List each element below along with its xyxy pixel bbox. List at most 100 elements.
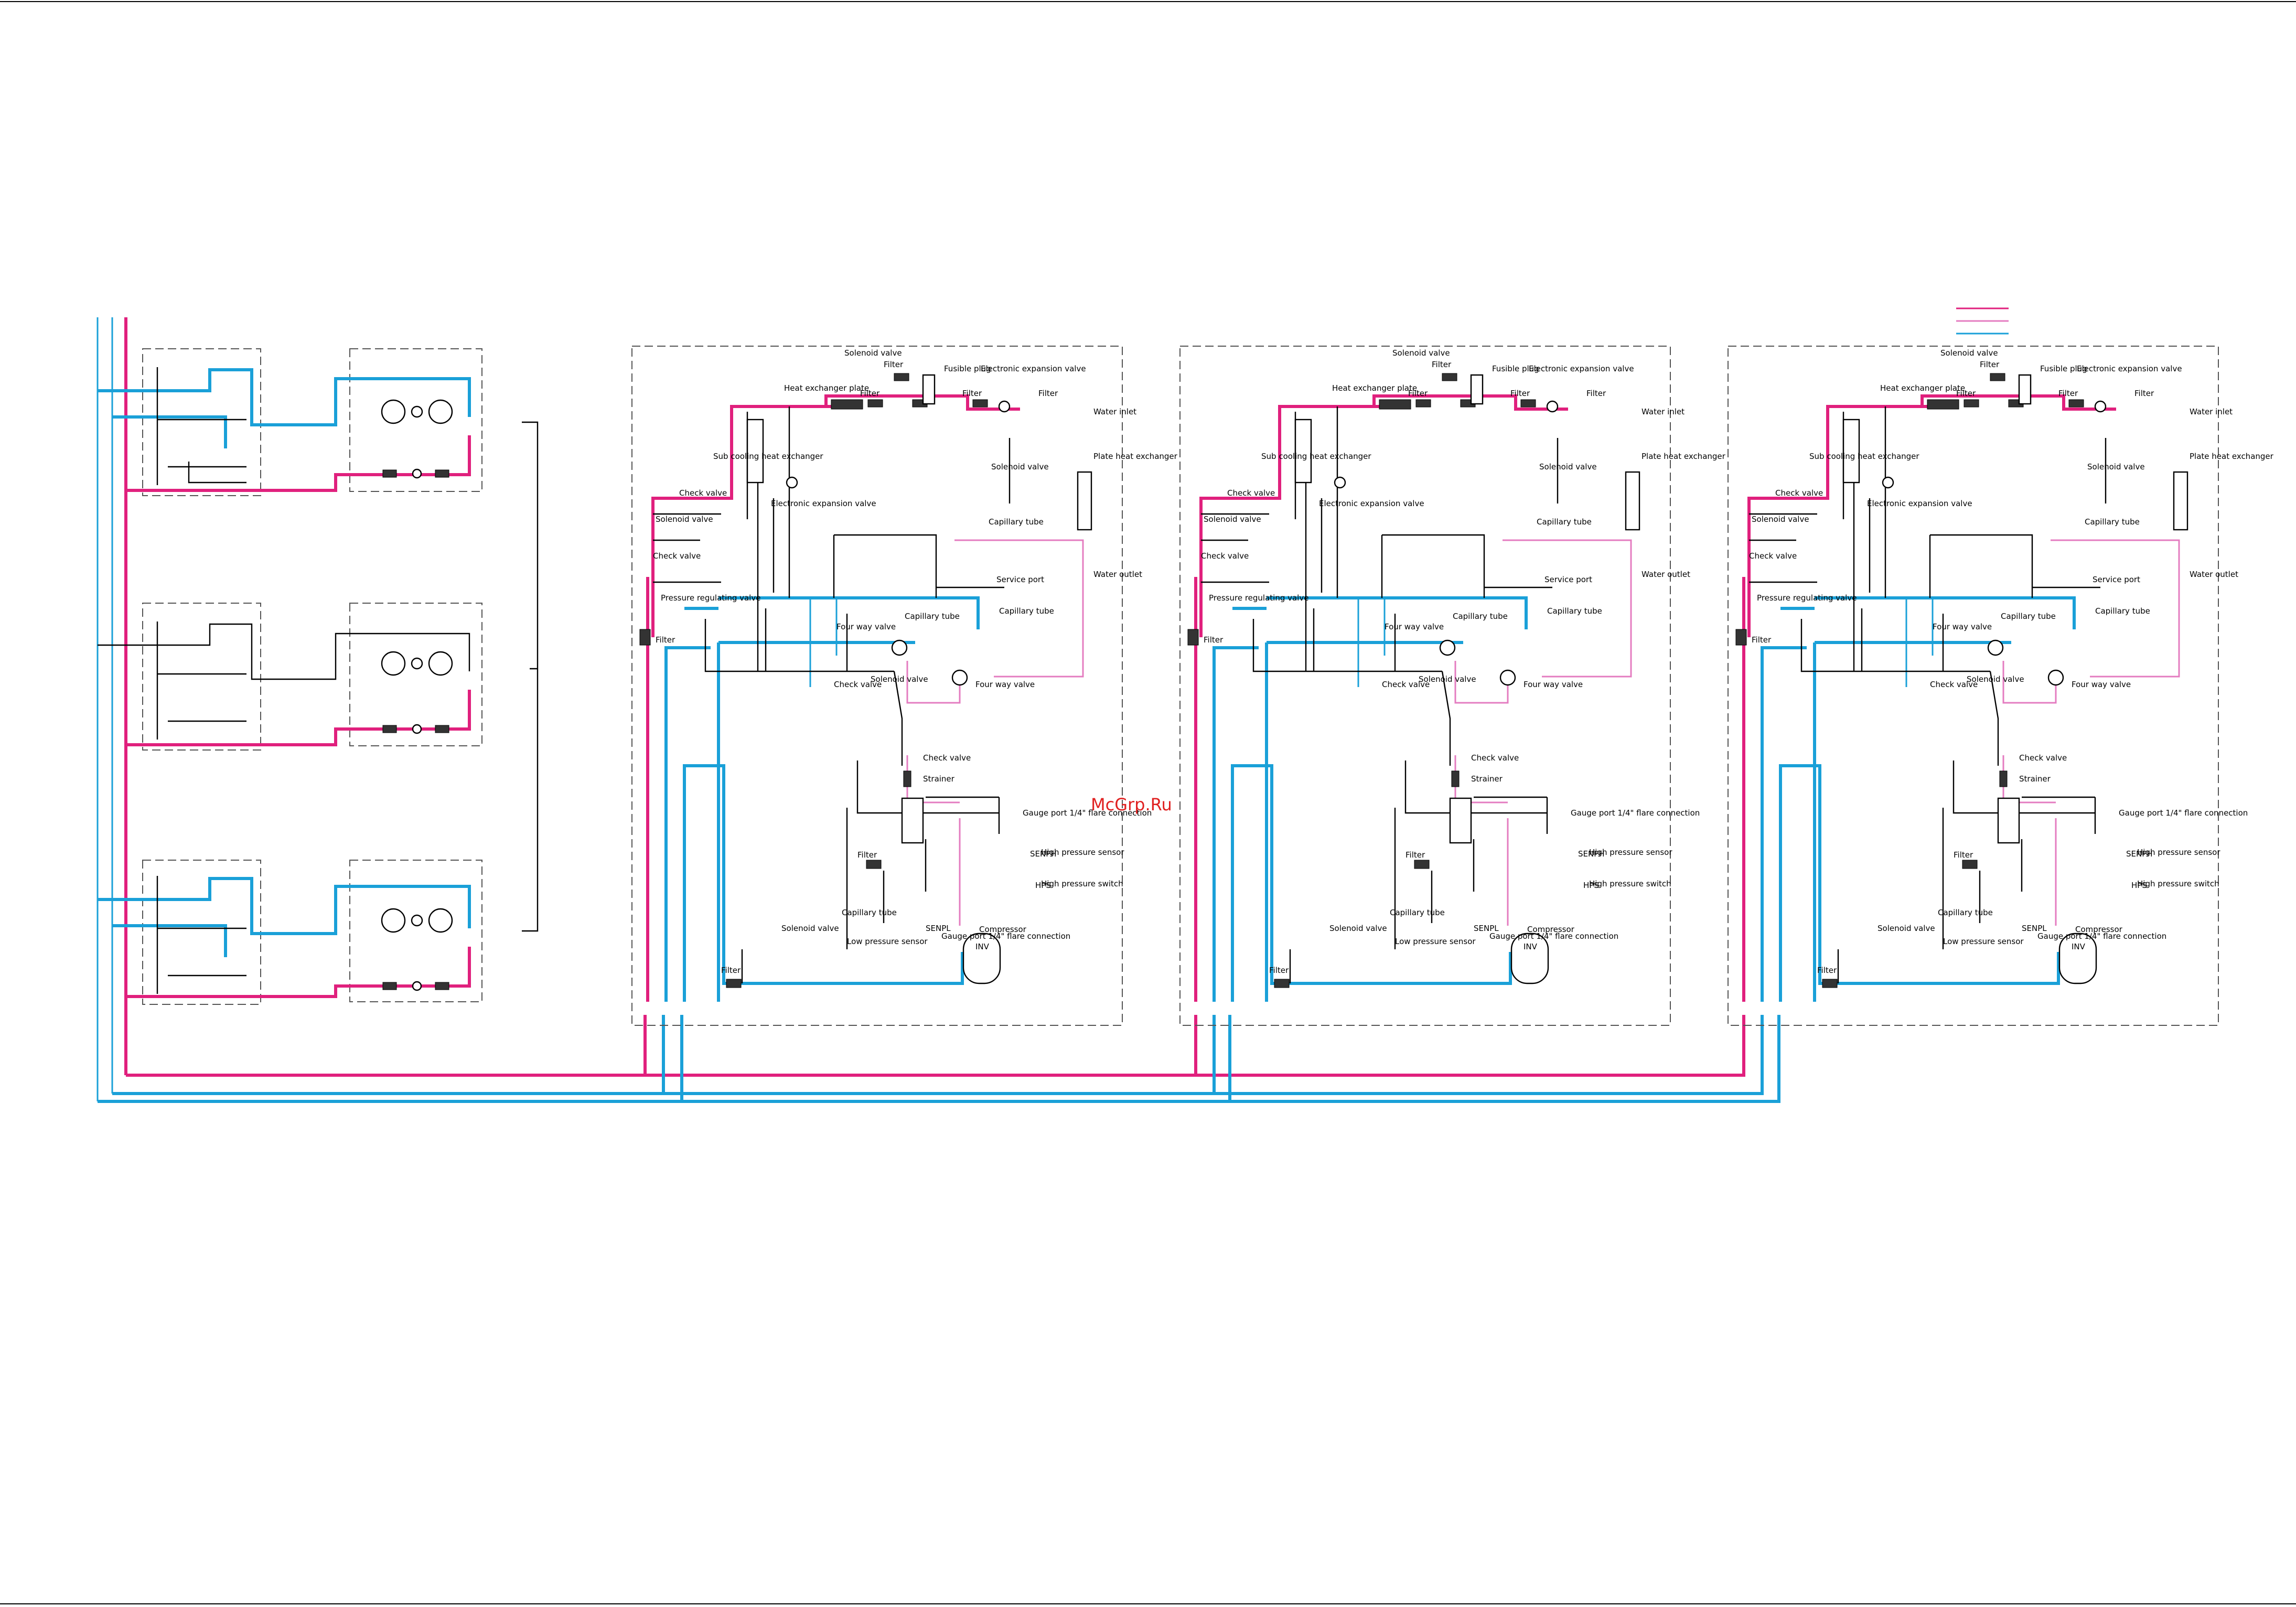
label-filter-a-unit-1: Filter — [860, 389, 880, 398]
label-four-way-valve-b-unit-1: Four way valve — [975, 680, 1035, 689]
label-check-valve-d-unit-1: Check valve — [923, 753, 971, 763]
label-solenoid-valve-low-unit-3: Solenoid valve — [1877, 924, 1935, 933]
label-pressure-regulating-valve-unit-2: Pressure regulating valve — [1209, 593, 1308, 603]
label-heat-exchanger-plate-unit-3: Heat exchanger plate — [1880, 383, 1965, 393]
label-check-valve-c-unit-2: Check valve — [1382, 680, 1430, 689]
indoor-control-lines — [156, 622, 246, 740]
indoor-discharge-line — [126, 947, 471, 998]
expansion-valve-icon — [412, 468, 422, 479]
label-hps-unit-2: HPS — [1583, 881, 1599, 890]
label-solenoid-valve-low-unit-2: Solenoid valve — [1329, 924, 1387, 933]
label-water-outlet-unit-3: Water outlet — [2190, 570, 2238, 579]
expansion-valve-icon — [412, 981, 422, 991]
watermark: McGrp.Ru — [1091, 795, 1172, 815]
label-four-way-valve-a-unit-3: Four way valve — [1933, 622, 1992, 631]
label-solenoid-valve-right-unit-2: Solenoid valve — [1539, 462, 1597, 472]
label-check-valve-b-unit-1: Check valve — [653, 551, 701, 561]
label-electronic-expansion-valve-mid-unit-3: Electronic expansion valve — [1867, 499, 1972, 508]
label-gauge-port-top-unit-3: Gauge port 1/4" flare connection — [2119, 808, 2248, 818]
label-filter-top-unit-1: Filter — [884, 360, 904, 369]
fan-icon — [428, 908, 453, 933]
label-high-pressure-switch-unit-3: High pressure switch — [2137, 879, 2219, 888]
indoor-units — [96, 317, 539, 1101]
label-low-pressure-sensor-unit-1: Low pressure sensor — [847, 937, 928, 946]
indoor-discharge-line — [126, 690, 471, 746]
label-strainer-unit-1: Strainer — [923, 774, 955, 784]
indoor-suction-line-2 — [112, 415, 227, 448]
label-filter-top-unit-2: Filter — [1432, 360, 1452, 369]
motor-icon — [411, 657, 423, 670]
label-plate-heat-exchanger-unit-1: Plate heat exchanger — [1093, 452, 1178, 461]
label-inv-unit-1: INV — [975, 942, 990, 951]
label-senpl-unit-3: SENPL — [2022, 924, 2047, 933]
label-inv-unit-2: INV — [1523, 942, 1538, 951]
label-solenoid-valve-right-unit-3: Solenoid valve — [2087, 462, 2145, 472]
fan-icon — [381, 399, 406, 424]
legend — [1956, 307, 2009, 335]
label-gauge-port-top-unit-2: Gauge port 1/4" flare connection — [1571, 808, 1700, 818]
label-filter-mid-unit-3: Filter — [1954, 850, 1973, 860]
label-senph-unit-2: SENPH — [1578, 849, 1605, 859]
indoor-box-left — [142, 603, 261, 751]
label-water-inlet-unit-1: Water inlet — [1093, 407, 1136, 416]
label-fusible-plug-unit-3: Fusible plug — [2040, 364, 2087, 373]
label-strainer-unit-2: Strainer — [1471, 774, 1503, 784]
label-filter-mid-unit-2: Filter — [1406, 850, 1425, 860]
indoor-suction-line-2 — [112, 924, 227, 957]
motor-icon — [411, 914, 423, 927]
label-solenoid-valve-right-unit-1: Solenoid valve — [991, 462, 1049, 472]
label-sub-cooling-unit-3: Sub cooling heat exchanger — [1809, 452, 1919, 461]
header-suction-a — [112, 1015, 1764, 1095]
indoor-box-right — [349, 348, 482, 492]
label-high-pressure-sensor-unit-1: High pressure sensor — [1041, 848, 1124, 857]
label-filter-b-unit-3: Filter — [2058, 389, 2078, 398]
indoor-box-right — [349, 603, 482, 746]
label-filter-b-unit-1: Filter — [962, 389, 982, 398]
header-suction-b — [98, 1015, 1780, 1103]
label-hps-unit-1: HPS — [1035, 881, 1051, 890]
label-filter-c-unit-3: Filter — [2134, 389, 2154, 398]
label-heat-exchanger-plate-unit-2: Heat exchanger plate — [1332, 383, 1417, 393]
label-filter-b-unit-2: Filter — [1510, 389, 1530, 398]
label-inv-unit-3: INV — [2072, 942, 2086, 951]
indoor-control-lines — [156, 367, 246, 485]
label-solenoid-valve-left-unit-3: Solenoid valve — [1752, 515, 1809, 524]
fan-icon — [381, 651, 406, 676]
label-filter-c-unit-1: Filter — [1038, 389, 1058, 398]
indoor-unit-2 — [98, 603, 482, 751]
label-filter-top-unit-3: Filter — [1980, 360, 2000, 369]
label-electronic-expansion-valve-top-unit-2: Electronic expansion valve — [1529, 364, 1634, 373]
label-check-valve-a-unit-1: Check valve — [679, 488, 727, 498]
label-low-pressure-sensor-unit-2: Low pressure sensor — [1395, 937, 1476, 946]
label-filter-a-unit-3: Filter — [1956, 389, 1976, 398]
indoor-discharge-line — [126, 435, 471, 492]
label-check-valve-b-unit-3: Check valve — [1749, 551, 1797, 561]
label-senph-unit-3: SENPH — [2126, 849, 2153, 859]
label-fusible-plug-unit-1: Fusible plug — [944, 364, 991, 373]
indoor-suction-line — [98, 623, 470, 680]
filter-icon — [435, 982, 449, 990]
label-capillary-tube-b-unit-2: Capillary tube — [1453, 612, 1508, 621]
header-pipes — [98, 1015, 1780, 1103]
label-filter-left-unit-1: Filter — [656, 635, 675, 645]
label-capillary-tube-b-unit-1: Capillary tube — [905, 612, 960, 621]
indoor-suction-line — [98, 877, 471, 935]
label-check-valve-a-unit-3: Check valve — [1775, 488, 1823, 498]
label-capillary-tube-c-unit-2: Capillary tube — [1547, 606, 1602, 616]
indoor-unit-3 — [98, 860, 482, 1005]
label-service-port-unit-1: Service port — [996, 575, 1044, 584]
label-senpl-unit-2: SENPL — [1474, 924, 1499, 933]
label-capillary-tube-low-unit-2: Capillary tube — [1390, 908, 1445, 917]
label-plate-heat-exchanger-unit-2: Plate heat exchanger — [1641, 452, 1726, 461]
label-strainer-unit-3: Strainer — [2019, 774, 2051, 784]
label-high-pressure-sensor-unit-2: High pressure sensor — [1589, 848, 1672, 857]
label-compressor-unit-2: Compressor — [1527, 925, 1575, 934]
label-gauge-port-top-unit-1: Gauge port 1/4" flare connection — [1023, 808, 1152, 818]
label-service-port-unit-3: Service port — [2093, 575, 2140, 584]
label-four-way-valve-b-unit-3: Four way valve — [2072, 680, 2131, 689]
label-electronic-expansion-valve-top-unit-1: Electronic expansion valve — [981, 364, 1086, 373]
label-water-outlet-unit-1: Water outlet — [1093, 570, 1142, 579]
header-discharge — [126, 1015, 647, 1077]
label-service-port-unit-2: Service port — [1544, 575, 1592, 584]
